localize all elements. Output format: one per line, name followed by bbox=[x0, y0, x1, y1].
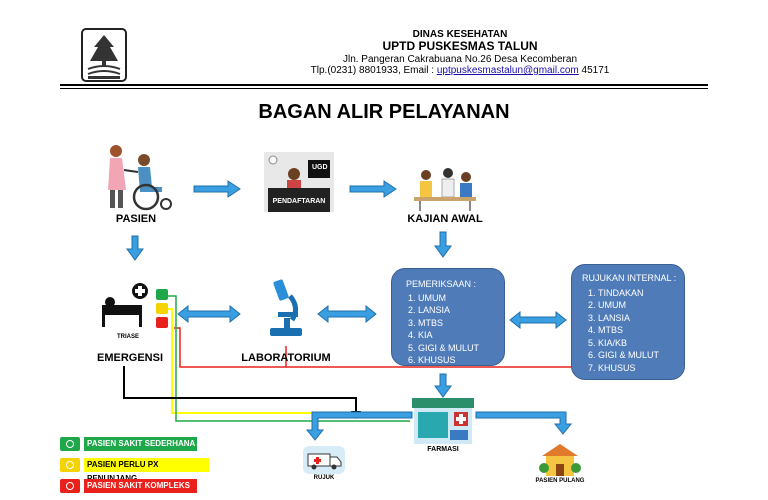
list-item: KHUSUS bbox=[598, 362, 684, 375]
home-icon bbox=[539, 444, 581, 476]
header-address: Jln. Pangeran Cakrabuana No.26 Desa Keco… bbox=[342, 54, 578, 65]
triase-yellow-tag-icon bbox=[156, 303, 168, 314]
pharmacy-icon bbox=[412, 398, 474, 444]
list-item: KHUSUS bbox=[418, 354, 504, 367]
pasien-label: PASIEN bbox=[115, 213, 157, 225]
arrow-lab-pemeriksaan bbox=[317, 304, 377, 324]
arrow-farmasi-rujuk bbox=[305, 411, 413, 441]
contact-phone: Tlp.(0231) 8801933, Email : bbox=[310, 65, 437, 76]
legend-label-simple: PASIEN SAKIT SEDERHANA bbox=[84, 437, 197, 451]
list-item: LANSIA bbox=[418, 304, 504, 317]
list-item: MTBS bbox=[598, 324, 684, 337]
ugd-sign: UGD bbox=[312, 164, 328, 171]
arrow-pasien-pendaftaran bbox=[193, 180, 241, 198]
pendaftaran-sign: PENDAFTARAN bbox=[272, 198, 326, 205]
legend-label-complex: PASIEN SAKIT KOMPLEKS bbox=[84, 479, 197, 493]
ambulance-icon bbox=[303, 446, 345, 474]
pemeriksaan-box: PEMERIKSAAN : UMUM LANSIA MTBS KIA GIGI … bbox=[391, 268, 505, 366]
list-item: UMUM bbox=[598, 299, 684, 312]
arrow-pemeriksaan-farmasi bbox=[434, 373, 452, 398]
arrow-pendaftaran-kajian bbox=[349, 180, 397, 198]
header-rule bbox=[60, 84, 708, 86]
email-link[interactable]: uptpuskesmastalun@gmail.com bbox=[436, 65, 579, 76]
list-item: LANSIA bbox=[598, 312, 684, 325]
green-tag-icon bbox=[60, 437, 80, 451]
list-item: KIA/KB bbox=[598, 337, 684, 350]
list-item: TINDAKAN bbox=[598, 287, 684, 300]
kajian-awal-label: KAJIAN AWAL bbox=[407, 213, 483, 225]
list-item: GIGI & MULUT bbox=[598, 349, 684, 362]
laboratorium-label: LABORATORIUM bbox=[241, 352, 331, 364]
yellow-tag-icon bbox=[60, 458, 80, 472]
arrow-farmasi-pulang bbox=[475, 411, 573, 435]
arrow-pasien-emergensi bbox=[126, 235, 144, 261]
triase-bed-icon bbox=[102, 283, 148, 327]
legend-item-simple: PASIEN SAKIT SEDERHANA bbox=[60, 437, 197, 451]
triase-label: TRIASE bbox=[116, 334, 139, 340]
legend-item-support: PASIEN PERLU PX PENUNJANG bbox=[60, 458, 209, 483]
triase-green-tag-icon bbox=[156, 289, 168, 300]
microscope-icon bbox=[270, 279, 302, 336]
puskesmas-logo bbox=[81, 28, 127, 82]
pasien-pulang-label: PASIEN PULANG bbox=[535, 478, 585, 484]
page-title: BAGAN ALIR PELAYANAN bbox=[258, 101, 510, 123]
registration-desk-icon bbox=[264, 152, 334, 212]
header-unit: UPTD PUSKESMAS TALUN bbox=[382, 39, 538, 53]
yellow-path-line bbox=[166, 308, 410, 414]
green-path-line bbox=[166, 295, 410, 422]
header-agency: DINAS KESEHATAN bbox=[412, 29, 508, 40]
doctor-consultation-icon bbox=[414, 168, 476, 211]
farmasi-label: FARMASI bbox=[427, 446, 459, 453]
rujuk-label: RUJUK bbox=[313, 475, 335, 481]
list-item: GIGI & MULUT bbox=[418, 342, 504, 355]
list-item: MTBS bbox=[418, 317, 504, 330]
list-item: UMUM bbox=[418, 292, 504, 305]
red-tag-icon bbox=[60, 479, 80, 493]
black-path-line bbox=[123, 366, 357, 413]
header-contact: Tlp.(0231) 8801933, Email : uptpuskesmas… bbox=[210, 65, 710, 77]
patient-wheelchair-icon bbox=[108, 145, 172, 211]
arrow-pemeriksaan-rujukan bbox=[509, 310, 567, 330]
red-path-line bbox=[174, 327, 575, 368]
list-item: KIA bbox=[418, 329, 504, 342]
emergensi-label: EMERGENSI bbox=[96, 352, 163, 364]
rujukan-title: RUJUKAN INTERNAL : bbox=[582, 273, 677, 283]
arrow-kajian-pemeriksaan bbox=[434, 231, 452, 258]
header-rule-thin bbox=[60, 88, 708, 89]
legend-item-complex: PASIEN SAKIT KOMPLEKS bbox=[60, 479, 197, 493]
pemeriksaan-title: PEMERIKSAAN : bbox=[406, 279, 477, 289]
postal-code: 45171 bbox=[578, 65, 610, 76]
legend-label-support: PASIEN PERLU PX PENUNJANG bbox=[84, 458, 209, 483]
rujukan-internal-box: RUJUKAN INTERNAL : TINDAKAN UMUM LANSIA … bbox=[571, 264, 685, 380]
triase-red-tag-icon bbox=[156, 317, 168, 328]
arrow-emergensi-lab bbox=[177, 304, 241, 324]
